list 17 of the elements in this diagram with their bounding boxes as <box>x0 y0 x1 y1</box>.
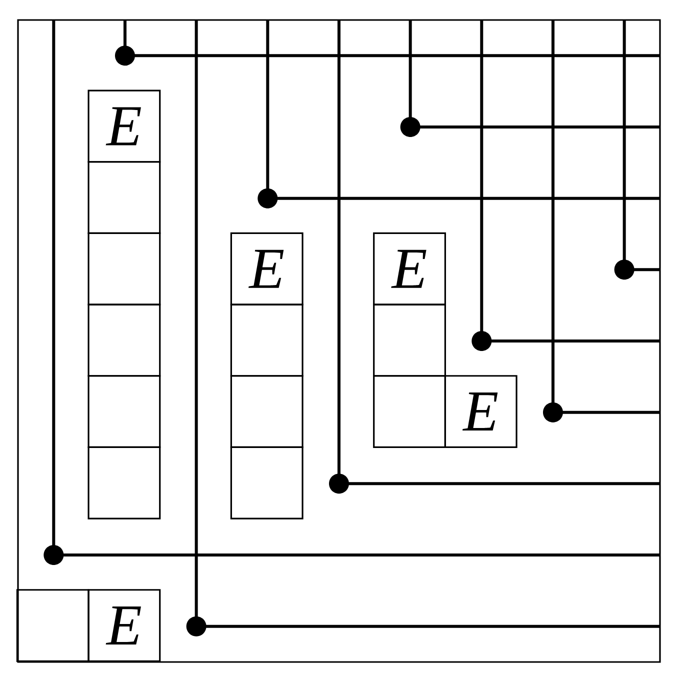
tableau-cell: E <box>230 232 304 306</box>
outer-frame <box>17 19 661 663</box>
tableau-cell: E <box>444 375 518 448</box>
tableau-cell <box>373 375 446 448</box>
tableau-cell <box>230 375 304 448</box>
tableau-cell <box>230 304 304 377</box>
tableau-cell: E <box>88 90 161 163</box>
tableau-cell <box>88 232 161 306</box>
tableau-cell <box>230 446 304 520</box>
tableau-cell <box>373 304 446 377</box>
tableau-cell <box>88 375 161 448</box>
tableau-cell <box>88 446 161 520</box>
tableau-cell <box>88 161 161 234</box>
tableau-cell: E <box>373 232 446 306</box>
tableau-cell <box>88 304 161 377</box>
tableau-cell: E <box>88 589 161 662</box>
tableau-cell <box>16 589 90 662</box>
